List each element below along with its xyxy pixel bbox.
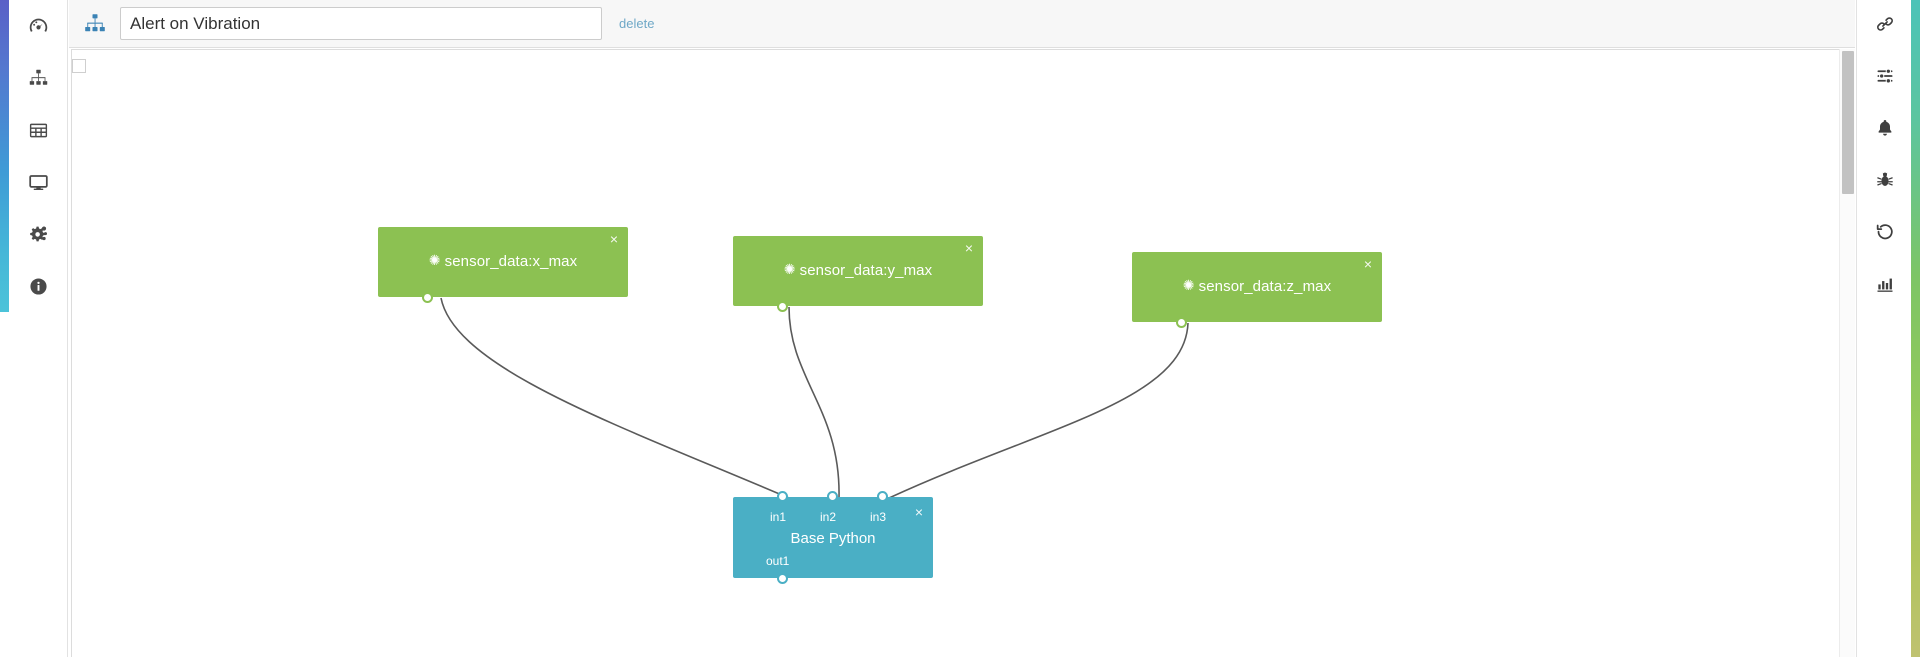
node-output-port[interactable]	[777, 301, 788, 312]
node-input-port-in3[interactable]	[877, 491, 888, 502]
dashboard-icon	[28, 16, 49, 37]
node-title: ✺sensor_data:x_max	[378, 252, 628, 270]
sidebar-item-settings[interactable]	[9, 208, 68, 260]
asterisk-icon: ✺	[428, 252, 441, 268]
right-rail-accent-bar	[1911, 0, 1920, 657]
sitemap-icon	[82, 11, 108, 37]
node-title: ✺sensor_data:z_max	[1132, 277, 1382, 295]
bell-icon	[1875, 118, 1895, 143]
sidebar-item-dashboard[interactable]	[9, 0, 68, 52]
flow-node-sensor-x[interactable]: × ✺sensor_data:x_max	[378, 227, 628, 303]
sidebar-item-tables[interactable]	[9, 104, 68, 156]
asterisk-icon: ✺	[783, 261, 796, 277]
node-output-port[interactable]	[422, 292, 433, 303]
tool-item-properties[interactable]	[1857, 52, 1912, 104]
close-icon[interactable]: ×	[609, 231, 621, 247]
node-title-text: sensor_data:x_max	[444, 253, 578, 270]
node-title: ✺sensor_data:y_max	[733, 261, 983, 279]
bug-icon	[1875, 170, 1895, 195]
history-icon	[1875, 222, 1895, 247]
sliders-icon	[1875, 66, 1895, 91]
asterisk-icon: ✺	[1182, 277, 1195, 293]
node-input-port-in1[interactable]	[777, 491, 788, 502]
tool-item-history[interactable]	[1857, 208, 1912, 260]
table-icon	[28, 120, 49, 141]
close-icon[interactable]: ×	[914, 504, 926, 520]
node-title-text: sensor_data:z_max	[1198, 278, 1332, 295]
sidebar-item-flows[interactable]	[9, 52, 68, 104]
node-title-text: Base Python	[790, 530, 876, 547]
node-output-port-out1[interactable]	[777, 573, 788, 584]
flow-node-sensor-z[interactable]: × ✺sensor_data:z_max	[1132, 252, 1382, 328]
left-nav-rail	[0, 0, 68, 657]
delete-flow-link[interactable]: delete	[619, 16, 655, 31]
flow-title-input[interactable]	[120, 7, 602, 40]
input-label-in3: in3	[870, 510, 887, 524]
node-output-port[interactable]	[1176, 317, 1187, 328]
right-tool-rail	[1856, 0, 1920, 657]
node-input-port-in2[interactable]	[827, 491, 838, 502]
close-icon[interactable]: ×	[1363, 256, 1375, 272]
sidebar-item-monitor[interactable]	[9, 156, 68, 208]
input-label-in1: in1	[770, 510, 787, 524]
sitemap-icon	[28, 68, 49, 89]
flow-canvas[interactable]: × ✺sensor_data:x_max × ✺sensor_data:y_ma…	[62, 49, 1855, 657]
tool-item-alerts[interactable]	[1857, 104, 1912, 156]
tool-item-links[interactable]	[1857, 0, 1912, 52]
monitor-icon	[28, 172, 49, 193]
node-title-text: sensor_data:y_max	[799, 262, 933, 279]
input-label-in2: in2	[820, 510, 837, 524]
flow-node-base-python[interactable]: × in1 in2 in3 Base Python out1	[733, 491, 933, 584]
canvas-selection-handle[interactable]	[72, 59, 86, 73]
flow-header-bar: delete	[69, 0, 1855, 48]
bar-chart-icon	[1875, 274, 1895, 299]
output-label-out1: out1	[766, 554, 790, 568]
canvas-surface[interactable]	[71, 49, 1855, 657]
sidebar-item-info[interactable]	[9, 260, 68, 312]
tool-item-statistics[interactable]	[1857, 260, 1912, 312]
link-icon	[1875, 14, 1895, 39]
gears-icon	[28, 224, 49, 245]
left-rail-accent-bar	[0, 0, 9, 312]
tool-item-debug[interactable]	[1857, 156, 1912, 208]
close-icon[interactable]: ×	[964, 240, 976, 256]
info-icon	[28, 276, 49, 297]
scrollbar-thumb[interactable]	[1842, 51, 1854, 194]
flow-node-sensor-y[interactable]: × ✺sensor_data:y_max	[733, 236, 983, 312]
canvas-vertical-scrollbar[interactable]	[1839, 49, 1855, 657]
